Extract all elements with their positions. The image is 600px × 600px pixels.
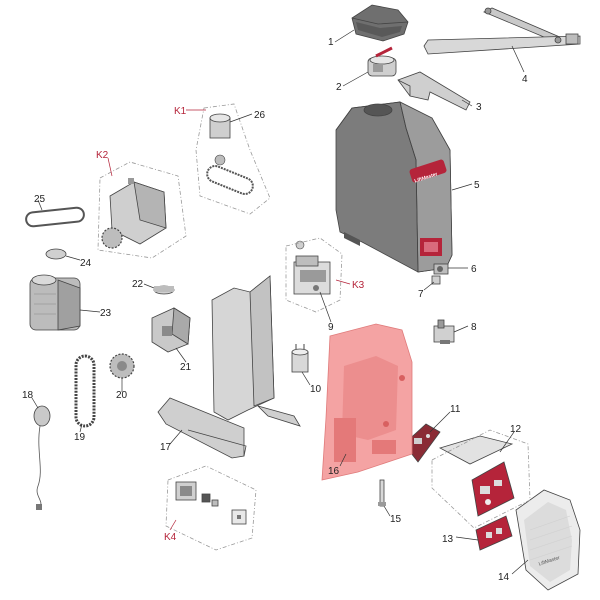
part-18-sensor-cable[interactable] [33, 405, 51, 510]
label-part-21: 21 [180, 362, 192, 373]
label-kit-k3: K3 [352, 280, 365, 291]
label-part-25: 25 [34, 194, 46, 205]
part-11-board[interactable] [403, 423, 441, 463]
label-kit-k4: K4 [164, 532, 177, 543]
label-part-19: 19 [74, 432, 86, 443]
part-8-limit-switch[interactable] [433, 319, 455, 344]
part-12-outline [431, 429, 531, 529]
part-9-sensor-block[interactable] [293, 240, 331, 295]
kit-k2-gear-assembly[interactable] [101, 178, 167, 249]
part-3-bracket[interactable] [397, 71, 471, 111]
part-6-switch[interactable] [433, 263, 449, 275]
label-part-14: 14 [498, 572, 510, 583]
part-22-cap[interactable] [153, 285, 175, 295]
label-part-3: 3 [476, 102, 482, 113]
label-part-1: 1 [328, 37, 334, 48]
kit-k1-outline [195, 103, 271, 215]
label-part-5: 5 [474, 180, 480, 191]
part-25-belt[interactable] [25, 206, 85, 228]
label-part-13: 13 [442, 534, 454, 545]
kit-k3-outline [285, 237, 343, 313]
part-10-capacitor[interactable] [291, 344, 309, 373]
part-24-washer[interactable] [45, 248, 67, 260]
label-part-9: 9 [328, 322, 334, 333]
label-part-12: 12 [510, 424, 522, 435]
label-part-2: 2 [336, 82, 342, 93]
part-21-gearbox[interactable] [151, 307, 191, 353]
label-part-6: 6 [471, 264, 477, 275]
label-part-23: 23 [100, 308, 112, 319]
label-part-15: 15 [390, 514, 402, 525]
part-1-cover-cap[interactable] [351, 4, 409, 42]
label-part-20: 20 [116, 390, 128, 401]
kit-k2-outline [97, 161, 187, 259]
part-5-housing[interactable]: LiftMaster [335, 101, 453, 273]
part-23-motor[interactable] [29, 274, 81, 331]
part-14-front-cover[interactable]: LiftMaster [515, 489, 581, 591]
part-15-pin[interactable] [378, 479, 386, 507]
label-part-17: 17 [160, 442, 172, 453]
part-17-frame[interactable] [157, 275, 301, 459]
kit-k4-small-parts[interactable] [175, 481, 247, 525]
label-part-8: 8 [471, 322, 477, 333]
part-26-bearing[interactable] [205, 113, 255, 196]
label-part-24: 24 [80, 258, 92, 269]
label-part-4: 4 [522, 74, 528, 85]
label-kit-k2: K2 [96, 150, 109, 161]
part-13-small-board[interactable] [475, 515, 513, 551]
label-part-26: 26 [254, 110, 266, 121]
part-7-cap[interactable] [431, 275, 441, 285]
label-part-18: 18 [22, 390, 34, 401]
part-20-sprocket[interactable] [109, 353, 135, 379]
part-4-arm[interactable] [423, 7, 581, 55]
label-part-16: 16 [328, 466, 340, 477]
part-16-chassis-highlighted[interactable] [321, 323, 413, 481]
part-2-release-lock[interactable] [367, 46, 397, 77]
label-part-22: 22 [132, 279, 144, 290]
label-part-10: 10 [310, 384, 322, 395]
label-part-11: 11 [450, 404, 461, 415]
part-19-chain[interactable] [74, 354, 96, 428]
kit-k4-outline [165, 465, 257, 551]
label-part-7: 7 [418, 289, 424, 300]
label-kit-k1: K1 [174, 106, 187, 117]
part-12-board-assembly[interactable] [438, 435, 515, 517]
